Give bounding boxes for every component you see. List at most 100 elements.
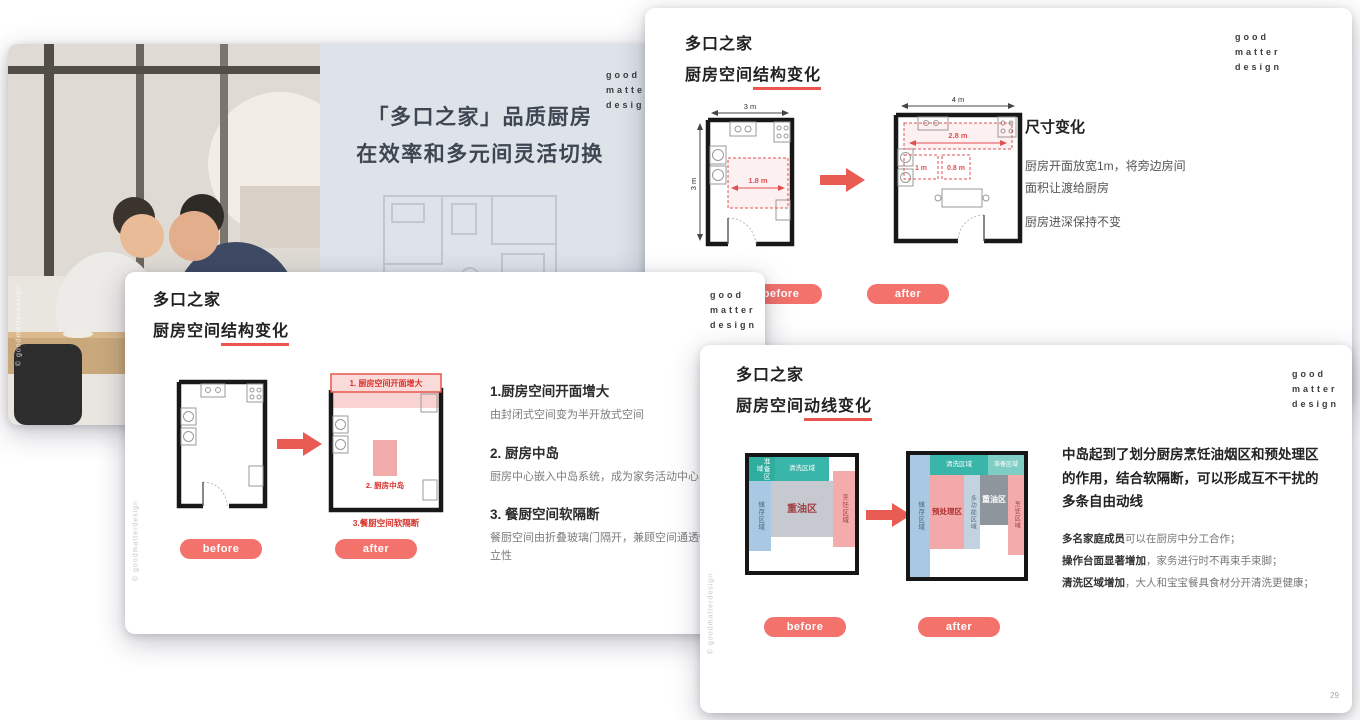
bullet-rest: 可以在厨房中分工合作； (1125, 532, 1241, 545)
logo-line3: design (606, 99, 654, 110)
section-heading: 尺寸变化 (1025, 119, 1086, 136)
point-body: 厨房中心嵌入中岛系统，成为家务活动中心 (490, 470, 699, 483)
after-button[interactable]: after (918, 617, 1000, 637)
body-line1: 厨房开面放宽1m，将旁边房间 (1025, 159, 1186, 173)
intro-title-line1: 「多口之家」品质厨房 (367, 106, 593, 129)
logo-line1: good (606, 70, 640, 80)
zone-prep: 准备区域 (988, 455, 1024, 475)
intro-title-line2: 在效率和多元间灵活切换 (356, 142, 604, 166)
bullet-lead: 清洗区域增加 (1062, 576, 1125, 589)
logo-line3: design (1292, 398, 1340, 409)
svg-text:3 m: 3 m (690, 178, 698, 191)
zone-wash: 清洗区域 (775, 457, 829, 481)
subtitle-prefix: 厨房空间 (736, 398, 805, 415)
subtitle-accent: 结构变化 (753, 61, 822, 90)
body-line2: 面积让渡给厨房 (1025, 181, 1110, 196)
before-button[interactable]: before (180, 539, 262, 559)
flow-bullet: 多名家庭成员可以在厨房中分工合作； (1062, 528, 1330, 550)
point-heading: 3. 餐厨空间软隔断 (490, 507, 600, 523)
zone-pre-process: 预处理区 (930, 475, 964, 549)
svg-text:2. 厨房中岛: 2. 厨房中岛 (366, 480, 405, 490)
bullet-lead: 多名家庭成员 (1062, 532, 1125, 545)
zone-oil: 重油区 (771, 481, 833, 537)
page-title: 多口之家 (153, 292, 222, 309)
zone-cook: 烹饪区域 (833, 471, 855, 547)
page-subtitle: 厨房空间动线变化 (736, 392, 873, 421)
subtitle-accent: 动线变化 (804, 392, 873, 421)
bullet-rest: ，大人和宝宝餐具食材分开清洗更健康； (1125, 576, 1314, 589)
structure-points: 1.厨房空间开面增大 由封闭式空间变为半开放式空间 2. 厨房中岛 厨房中心嵌入… (490, 380, 742, 582)
logo-line1: good (1235, 32, 1269, 42)
size-change-text: 尺寸变化 厨房开面放宽1m，将旁边房间 面积让渡给厨房 厨房进深保持不变 (1025, 116, 1186, 234)
page-subtitle: 厨房空间结构变化 (685, 61, 822, 90)
before-button[interactable]: before (764, 617, 846, 637)
zone-wash: 清洗区域 (930, 455, 988, 475)
intro-title: 「多口之家」品质厨房 在效率和多元间灵活切换 (330, 100, 630, 174)
logo-line1: good (1292, 369, 1326, 379)
brand-logo: good matter design (1235, 30, 1282, 75)
slide-structure-change: 多口之家 厨房空间结构变化 good matter design © goodm… (125, 272, 765, 634)
logo-line2: matter (710, 304, 756, 315)
family-photo (8, 44, 320, 425)
flow-bullet: 操作台面显著增加，家务进行时不再束手束脚； (1062, 550, 1330, 572)
title-block: 多口之家 厨房空间动线变化 (736, 361, 873, 421)
flow-bullet: 清洗区域增加，大人和宝宝餐具食材分开清洗更健康； (1062, 572, 1330, 594)
brand-logo: good matter design (606, 68, 653, 113)
after-button[interactable]: after (867, 284, 949, 304)
logo-line3: design (1235, 61, 1283, 72)
page-title: 多口之家 (685, 36, 754, 53)
arrow-right-icon (277, 432, 322, 456)
logo-line1: good (710, 290, 744, 300)
flow-bullets: 多名家庭成员可以在厨房中分工合作； 操作台面显著增加，家务进行时不再束手束脚； … (1062, 528, 1330, 594)
watermark: © goodmatterdesign (132, 499, 140, 582)
logo-line3: design (710, 319, 758, 330)
flow-headline: 中岛起到了划分厨房烹饪油烟区和预处理区的作用，结合软隔断，可以形成互不干扰的多条… (1062, 447, 1319, 510)
brand-logo: good matter design (710, 288, 757, 333)
watermark: © goodmatterdesign (15, 284, 23, 367)
floorplan-after-dimensioned: 4 m 2.8 m 1 m 0.8 m (893, 95, 1023, 244)
body-line3: 厨房进深保持不变 (1025, 215, 1122, 230)
zone-cook: 烹饪区域 (1008, 475, 1024, 555)
slide-intro: © goodmatterdesign 「多口之家」品质厨房 在效率和多元间灵活切… (8, 44, 720, 425)
svg-text:3.餐厨空间软隔断: 3.餐厨空间软隔断 (353, 518, 420, 528)
arrow-right-icon (820, 168, 865, 192)
after-button[interactable]: after (335, 539, 417, 559)
point-heading: 2. 厨房中岛 (490, 445, 560, 461)
brand-logo: good matter design (1292, 367, 1339, 412)
slide-flow-change: 多口之家 厨房空间动线变化 good matter design © goodm… (700, 345, 1352, 713)
bullet-lead: 操作台面显著增加 (1062, 554, 1146, 567)
zone-storage: 储存区域 (910, 455, 930, 577)
title-block: 多口之家 厨房空间结构变化 (685, 30, 822, 90)
point-body: 餐厨空间由折叠玻璃门隔开，兼顾空间通透性和独立性 (490, 532, 732, 562)
logo-line2: matter (606, 84, 652, 95)
subtitle-accent: 结构变化 (221, 317, 290, 346)
watermark: © goodmatterdesign (707, 572, 715, 655)
slide-size-change: 多口之家 厨房空间结构变化 good matter design 3 m 3 m… (645, 8, 1352, 408)
floorplan-before (176, 379, 268, 509)
page-number: 29 (1330, 691, 1339, 700)
logo-line2: matter (1292, 383, 1338, 394)
zone-multi: 多功能区域 (964, 475, 980, 549)
svg-text:2.8 m: 2.8 m (948, 131, 968, 140)
arrow-right-icon (866, 503, 911, 527)
floorplan-after-annotated: 1. 厨房空间开面增大 2. 厨房中岛 3.餐厨空间软隔断 (328, 373, 444, 528)
bullet-rest: ，家务进行时不再束手束脚； (1146, 554, 1283, 567)
title-block: 多口之家 厨房空间结构变化 (153, 286, 290, 346)
svg-text:4 m: 4 m (952, 95, 965, 104)
floorplan-before-dimensioned: 3 m 3 m 1.8 m (690, 102, 795, 247)
svg-text:1. 厨房空间开面增大: 1. 厨房空间开面增大 (350, 378, 423, 388)
svg-text:1.8 m: 1.8 m (748, 176, 768, 185)
svg-text:1 m: 1 m (915, 165, 927, 172)
svg-text:0.8 m: 0.8 m (947, 165, 965, 172)
point-body: 由封闭式空间变为半开放式空间 (490, 409, 644, 421)
flow-text: 中岛起到了划分厨房烹饪油烟区和预处理区的作用，结合软隔断，可以形成互不干扰的多条… (1062, 443, 1330, 594)
zone-oil: 重油区 (980, 475, 1008, 525)
subtitle-prefix: 厨房空间 (153, 323, 222, 340)
subtitle-prefix: 厨房空间 (685, 67, 754, 84)
svg-text:3 m: 3 m (744, 102, 757, 111)
logo-line2: matter (1235, 46, 1281, 57)
page-title: 多口之家 (736, 367, 805, 384)
zone-storage: 储存区域 (749, 481, 771, 551)
point-heading: 1.厨房空间开面增大 (490, 384, 610, 399)
